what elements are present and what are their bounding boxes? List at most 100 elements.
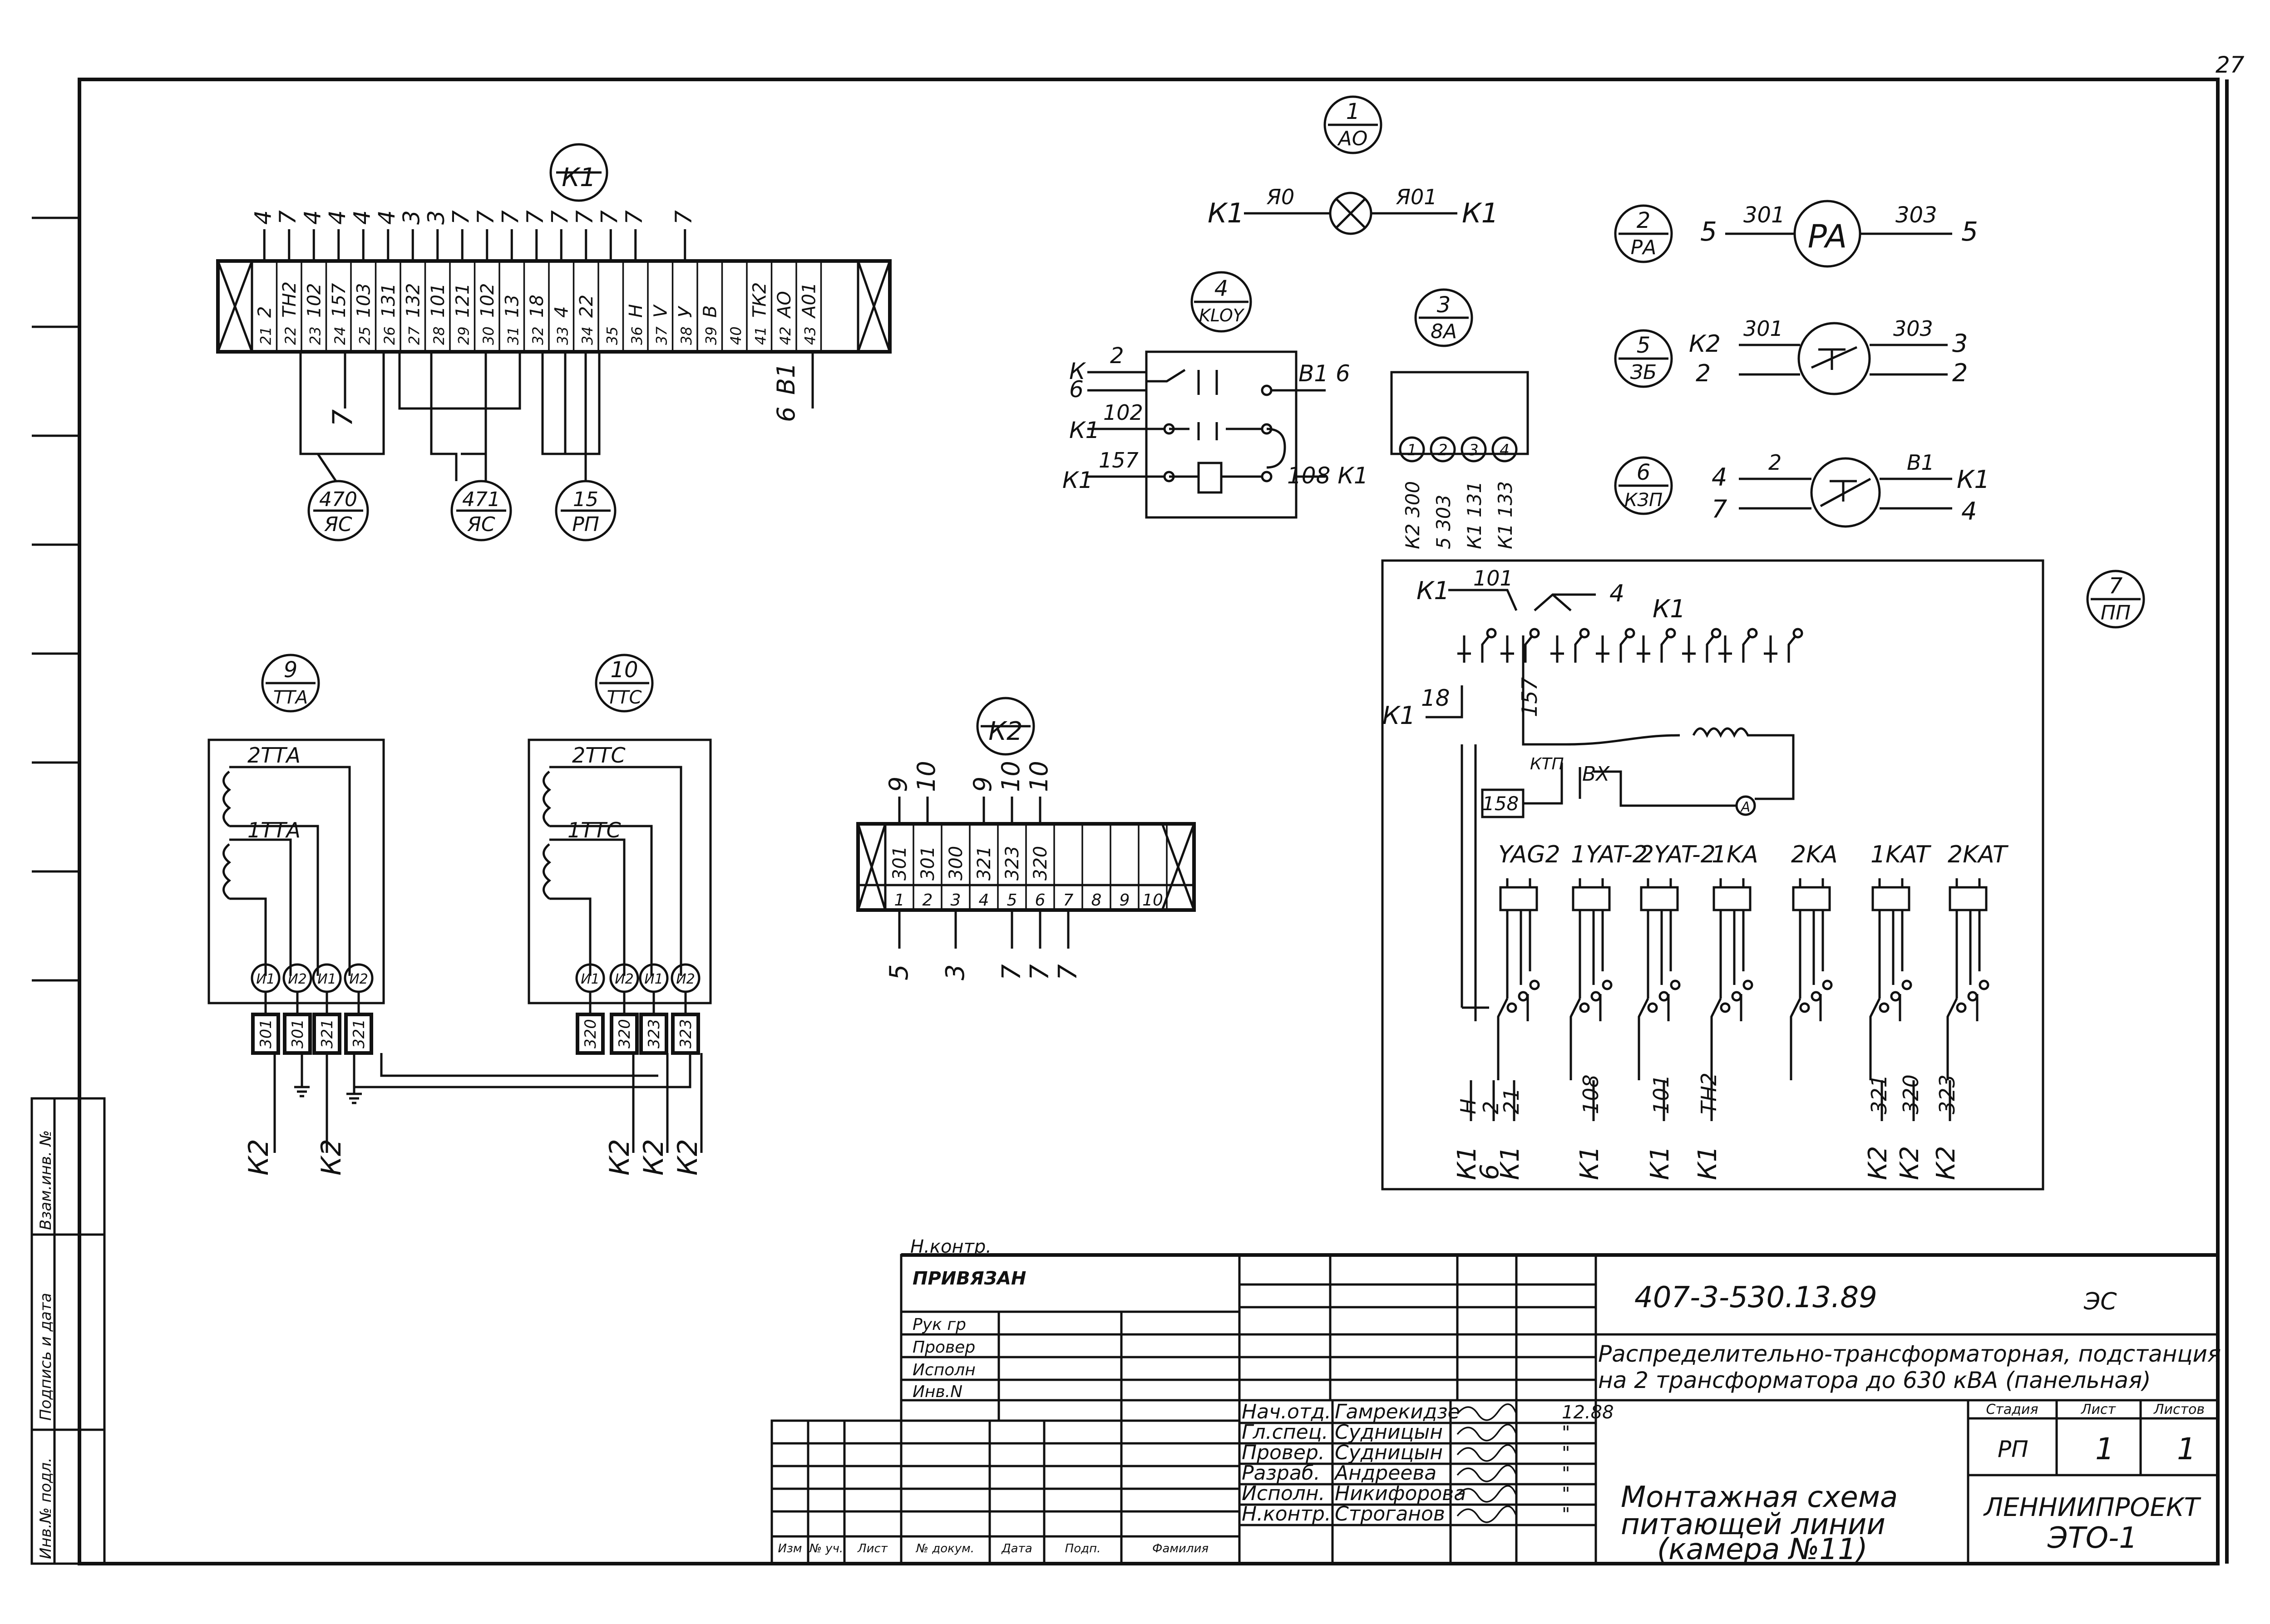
staff-name: Никифорова (1335, 1482, 1466, 1505)
relay-kloy: 4 KLOY К 2 6 В1 6 К1 102 К1 157 108 К1 (1062, 271, 1368, 519)
node-label: К2 (1931, 1146, 1961, 1180)
column-header: № уч. (809, 1542, 843, 1555)
node-label: К2 (1863, 1146, 1893, 1180)
contact-label: ВХ (1582, 763, 1610, 786)
relay-coil (1871, 886, 1910, 911)
cell-wire: 22 (576, 295, 597, 318)
staff-date: " (1562, 1422, 1570, 1443)
ref-num: 2 (1637, 208, 1651, 233)
wire-label: 321 (1867, 1074, 1891, 1114)
top-label: 4 (250, 210, 276, 225)
cell-number: 40 (727, 326, 745, 345)
privyazan-label: ПРИВЯЗАН (913, 1268, 1026, 1289)
wire-label: 108 (1579, 1074, 1603, 1114)
node-label: К1 (1062, 467, 1093, 493)
wire-label: 157 (1099, 448, 1139, 472)
ref-den: КЗП (1624, 490, 1663, 511)
strip-label: Инв.№ подл. (37, 1457, 55, 1559)
ref-num: 5 (1637, 333, 1651, 358)
device-label: 1YAT-2 (1571, 841, 1648, 868)
node-label: 6 (1475, 1164, 1505, 1180)
ref-den: ЗБ (1630, 361, 1657, 384)
node-label: К1 (1069, 417, 1100, 443)
k1-bottom-label: 6 (772, 407, 800, 422)
ref-den: ТТА (273, 687, 308, 708)
end-cap (217, 261, 253, 352)
row-label: Исполн (913, 1361, 976, 1379)
terminal-label: И1 (317, 971, 336, 987)
node-label: 5 (1961, 216, 1978, 247)
ref-den: ЯС (324, 513, 352, 536)
top-label: 7 (497, 210, 523, 225)
row-label: Инв.N (913, 1383, 962, 1401)
staff-role: Н.контр. (1242, 1502, 1331, 1526)
node-label: К1 (1416, 576, 1450, 605)
ammeter-pa: 2 РА 5 301 PA 303 5 (1614, 200, 1978, 268)
node-label: 4 (1712, 463, 1727, 492)
switch-contact (1724, 632, 1753, 663)
cell-wire: Н (626, 304, 646, 318)
wire-label: К1 133 (1494, 481, 1516, 549)
node-label: К1 (1653, 595, 1686, 623)
coil-label: 1ТТС (568, 818, 621, 842)
left-strip: Взам.инв. № Подпись и дата Инв.№ подл. (30, 217, 106, 1565)
top-label: 4 (374, 210, 400, 225)
ref-den: KLOY (1199, 305, 1245, 325)
ref-bubble-470: 470 ЯС (307, 480, 369, 541)
ref-den: РА (1631, 236, 1657, 259)
wire-label: 5 303 (1432, 495, 1455, 549)
cell-number: 35 (603, 326, 621, 345)
cell-wire: V (650, 304, 671, 318)
row-label: Провер (913, 1338, 975, 1357)
bottom-label: 7 (1025, 964, 1055, 980)
cell-wire: 4 (551, 306, 572, 318)
column-header: № докум. (915, 1542, 974, 1555)
ref-num: 9 (284, 657, 298, 683)
cell-number: 6 (1035, 891, 1046, 910)
node-label: К2 (316, 1139, 347, 1176)
staff-date: " (1562, 1463, 1570, 1484)
block-label: 320 (616, 1019, 634, 1048)
ref-num: 15 (573, 488, 598, 511)
cell-number: 7 (1063, 891, 1074, 910)
node-label: В1 6 (1298, 360, 1350, 387)
node-label: К1 (1452, 1146, 1482, 1180)
cell-number: 1 (894, 891, 905, 910)
coil-label: 1ТТА (247, 818, 301, 842)
wire-label: 2 (1479, 1101, 1503, 1114)
top-label: 4 (299, 210, 326, 225)
wire-label: 303 (1895, 202, 1937, 228)
cell-number: 10 (1142, 891, 1163, 910)
ref-den: РП (572, 513, 599, 536)
top-label: 10 (1025, 761, 1053, 792)
node-label: К2 (672, 1139, 704, 1176)
cell-wire: В (700, 305, 720, 318)
cell-wire: 102 (304, 283, 325, 318)
top-label: 4 (349, 210, 375, 225)
wire-label: ТН2 (1697, 1073, 1721, 1114)
block-label: 323 (645, 1019, 663, 1048)
signature (1456, 1505, 1517, 1523)
cell-wire: 2 (254, 306, 275, 318)
terminal (1491, 436, 1518, 463)
node-label: 5 (1700, 216, 1717, 247)
cell-number: 4 (979, 891, 989, 910)
wire-label: К1 131 (1463, 481, 1485, 549)
ref-den: ЯС (467, 513, 495, 536)
wire-label: 102 (1103, 400, 1143, 425)
device-label: 2KA (1791, 841, 1838, 868)
cell-number: 32 (529, 326, 547, 345)
wire-label: 101 (1473, 566, 1513, 591)
doc-suffix: ЭС (2083, 1288, 2117, 1315)
cell-number: 28 (430, 326, 448, 345)
cell-number: 27 (405, 326, 423, 345)
wire-label: Н (1456, 1098, 1480, 1114)
signature (1456, 1444, 1517, 1462)
node-label: 6 (1069, 376, 1084, 403)
block-label: 321 (350, 1019, 368, 1048)
node-label: К1 (1208, 197, 1244, 229)
node-label: 108 К1 (1287, 463, 1368, 489)
wire-label: 4 (1609, 580, 1624, 607)
switch-contact (1769, 632, 1799, 663)
